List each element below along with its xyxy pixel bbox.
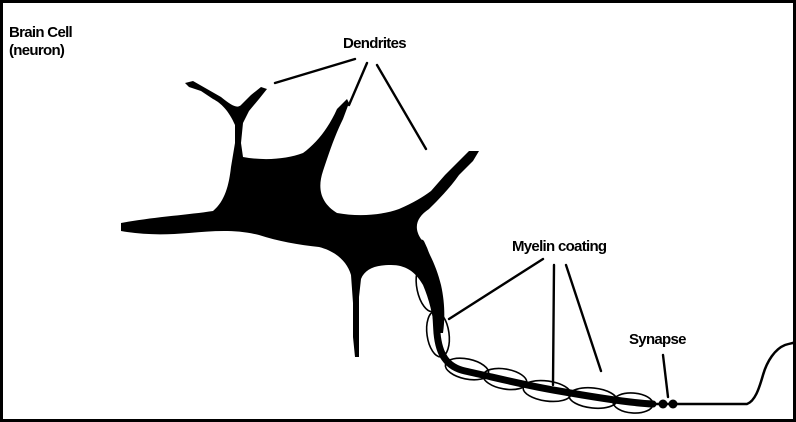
title-line: Brain Cell (9, 24, 72, 42)
cell-body (121, 81, 479, 357)
axon-terminal (653, 341, 796, 404)
title-line: (neuron) (9, 42, 72, 60)
dendrites-pointer (275, 59, 355, 83)
dendrites-pointer (349, 63, 367, 105)
myelin-pointer (553, 265, 554, 385)
myelin-sheath (412, 262, 653, 414)
myelin-coating-label: Myelin coating (512, 238, 606, 256)
synapse-label: Synapse (629, 331, 686, 349)
myelin-pointer (566, 265, 601, 371)
synapse-knob (669, 400, 678, 409)
diagram-title: Brain Cell (neuron) (9, 24, 72, 60)
dendrites-label: Dendrites (343, 35, 406, 53)
dendrites-pointer (377, 65, 426, 149)
myelin-pointer (449, 259, 543, 319)
synapse-pointer (663, 355, 668, 397)
axon (421, 243, 653, 404)
synapse-knob (659, 400, 668, 409)
neuron-illustration (3, 3, 796, 422)
